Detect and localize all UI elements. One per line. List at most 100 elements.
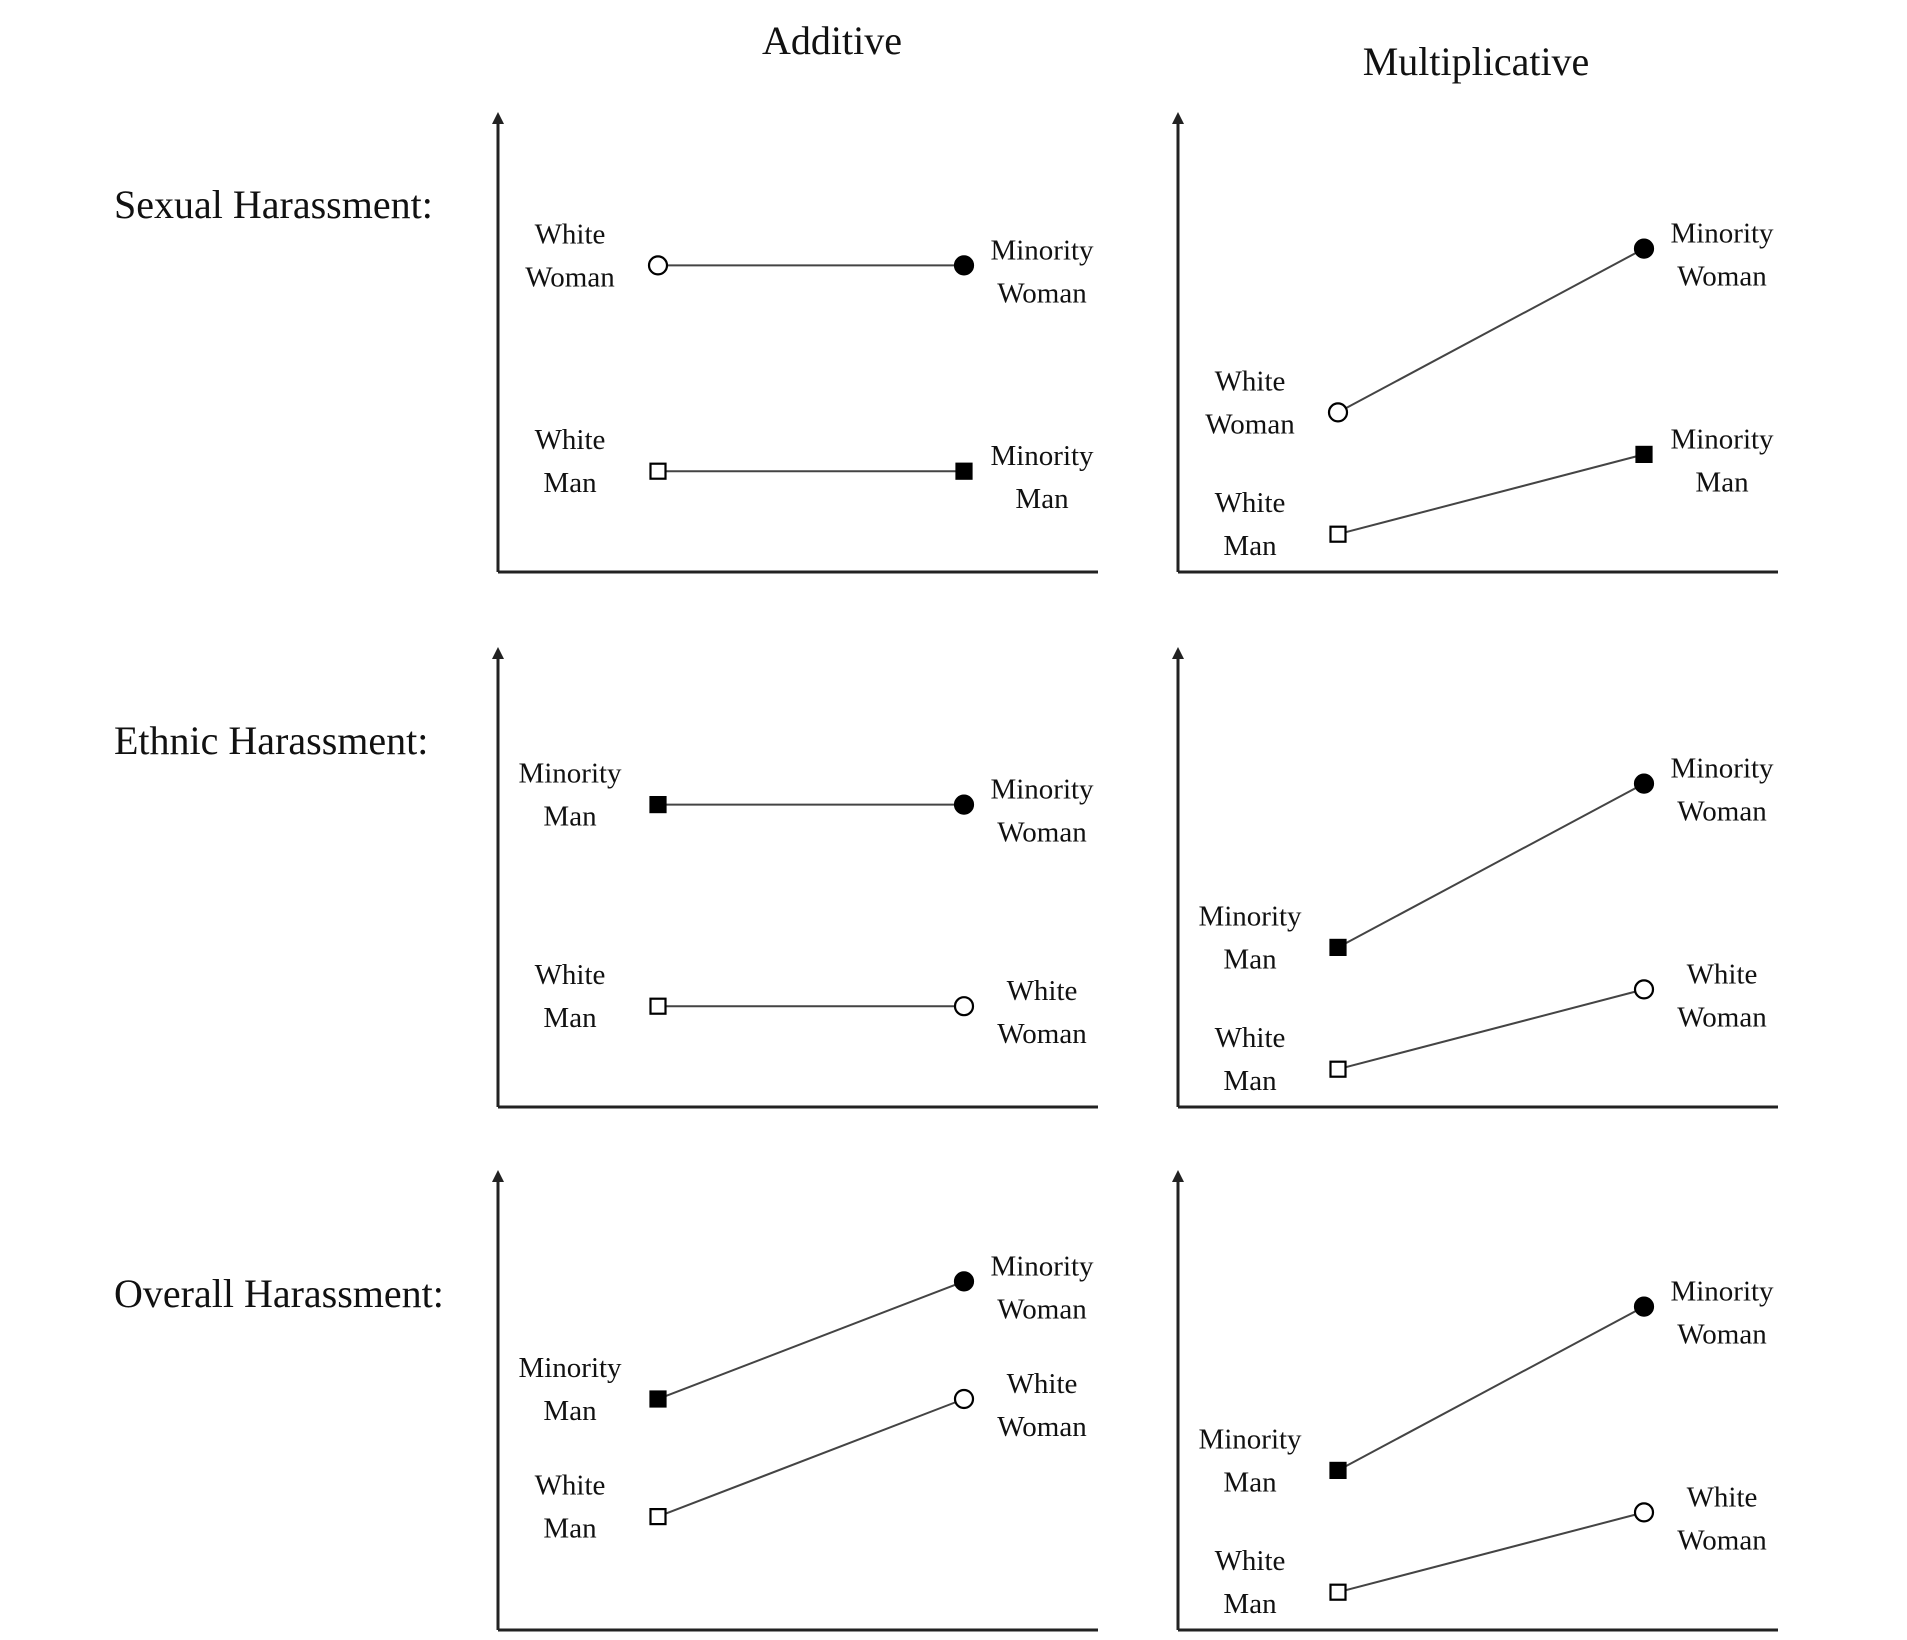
point-label: Man — [1223, 530, 1277, 562]
hollow-circle-marker — [953, 1388, 975, 1410]
y-axis-arrow — [1172, 647, 1184, 659]
point-label: Minority — [518, 758, 622, 790]
hollow-circle-marker — [1327, 402, 1349, 423]
hollow-square-marker — [649, 1507, 667, 1526]
series-line — [1337, 1511, 1645, 1594]
point-label: Woman — [1677, 261, 1767, 293]
point-label: White — [535, 218, 606, 250]
point-label: Minority — [990, 1250, 1094, 1282]
point-label: Man — [543, 801, 597, 833]
row-labels: Sexual Harassment: Ethnic Harassment: Ov… — [114, 182, 444, 1316]
point-label: Woman — [997, 277, 1087, 309]
point-label: White — [1687, 958, 1758, 990]
point-label: Man — [1223, 1466, 1277, 1498]
series-line — [1337, 988, 1645, 1071]
point-label: Man — [543, 1002, 597, 1034]
filled-circle-marker — [953, 255, 975, 276]
hollow-square-marker — [649, 997, 667, 1015]
point-label: Man — [543, 1513, 597, 1545]
series-line — [657, 1280, 965, 1400]
filled-square-marker — [1635, 445, 1653, 463]
filled-circle-marker — [1633, 1296, 1655, 1317]
filled-circle-marker — [953, 1271, 975, 1292]
series-line — [657, 1398, 965, 1518]
y-axis-arrow — [1172, 112, 1184, 124]
point-label: Minority — [1670, 753, 1774, 785]
point-label: Woman — [1205, 408, 1295, 440]
row-label-sexual-harassment: Sexual Harassment: — [114, 182, 433, 227]
point-label: Minority — [990, 234, 1094, 266]
row-label-ethnic-harassment: Ethnic Harassment: — [114, 718, 428, 763]
point-label: Man — [1695, 466, 1749, 498]
filled-circle-marker — [1633, 773, 1655, 794]
hollow-square-marker — [1329, 1060, 1347, 1078]
point-label: Minority — [1198, 1423, 1302, 1455]
point-label: Minority — [1198, 900, 1302, 932]
filled-square-marker — [955, 462, 973, 480]
panel-sexual-multiplicative: WhiteWomanMinorityWomanWhiteManMinorityM… — [1172, 112, 1778, 574]
y-axis-arrow — [492, 647, 504, 659]
point-label: Woman — [1677, 1524, 1767, 1556]
point-label: White — [535, 1470, 606, 1502]
point-label: Minority — [1670, 218, 1774, 250]
point-label: Woman — [997, 817, 1087, 849]
y-axis-arrow — [492, 1170, 504, 1182]
point-label: White — [1215, 365, 1286, 397]
point-label: Man — [1015, 483, 1069, 515]
panel-ethnic-additive: MinorityManMinorityWomanWhiteManWhiteWom… — [492, 647, 1098, 1109]
point-label: White — [1215, 487, 1286, 519]
point-label: Minority — [1670, 423, 1774, 455]
filled-square-marker — [1329, 1461, 1347, 1480]
point-label: Minority — [990, 440, 1094, 472]
y-axis-arrow — [492, 112, 504, 124]
panel-overall-multiplicative: MinorityManMinorityWomanWhiteManWhiteWom… — [1172, 1170, 1778, 1632]
series-line — [1337, 453, 1645, 536]
series-line — [1337, 1305, 1645, 1472]
point-label: Minority — [1670, 1276, 1774, 1308]
hollow-circle-marker — [1633, 1502, 1655, 1523]
point-label: Woman — [997, 1411, 1087, 1443]
point-label: Minority — [518, 1352, 622, 1384]
point-label: Woman — [1677, 796, 1767, 828]
point-label: White — [1687, 1481, 1758, 1513]
panel-sexual-additive: WhiteWomanMinorityWomanWhiteManMinorityM… — [492, 112, 1098, 574]
point-label: White — [535, 959, 606, 991]
point-label: White — [1215, 1022, 1286, 1054]
hollow-square-marker — [1329, 1583, 1347, 1601]
point-label: White — [535, 424, 606, 456]
filled-square-marker — [649, 795, 667, 814]
series-line — [1337, 782, 1645, 949]
filled-circle-marker — [953, 794, 975, 815]
point-label: White — [1215, 1545, 1286, 1577]
column-title-multiplicative: Multiplicative — [1363, 39, 1590, 84]
hollow-square-marker — [1329, 525, 1347, 543]
hollow-circle-marker — [1633, 979, 1655, 1000]
column-titles: Additive Multiplicative — [762, 18, 1589, 84]
point-label: Woman — [525, 261, 615, 293]
point-label: Woman — [997, 1018, 1087, 1050]
filled-square-marker — [649, 1390, 667, 1408]
hollow-circle-marker — [647, 255, 669, 276]
filled-square-marker — [1329, 938, 1347, 957]
filled-circle-marker — [1633, 238, 1655, 259]
point-label: Woman — [1677, 1001, 1767, 1033]
point-label: Woman — [1677, 1319, 1767, 1351]
point-label: Man — [1223, 1588, 1277, 1620]
point-label: White — [1007, 975, 1078, 1007]
panel-ethnic-multiplicative: MinorityManMinorityWomanWhiteManWhiteWom… — [1172, 647, 1778, 1109]
hollow-square-marker — [649, 462, 667, 480]
column-title-additive: Additive — [762, 18, 902, 63]
hollow-circle-marker — [953, 996, 975, 1017]
series-line — [1337, 247, 1645, 414]
point-label: Man — [1223, 943, 1277, 975]
point-label: Man — [1223, 1065, 1277, 1097]
point-label: Woman — [997, 1293, 1087, 1325]
panels: WhiteWomanMinorityWomanWhiteManMinorityM… — [492, 112, 1778, 1632]
point-label: Man — [543, 467, 597, 499]
point-label: Man — [543, 1395, 597, 1427]
panel-overall-additive: MinorityManMinorityWomanWhiteManWhiteWom… — [492, 1170, 1098, 1632]
y-axis-arrow — [1172, 1170, 1184, 1182]
point-label: Minority — [990, 774, 1094, 806]
row-label-overall-harassment: Overall Harassment: — [114, 1271, 444, 1316]
